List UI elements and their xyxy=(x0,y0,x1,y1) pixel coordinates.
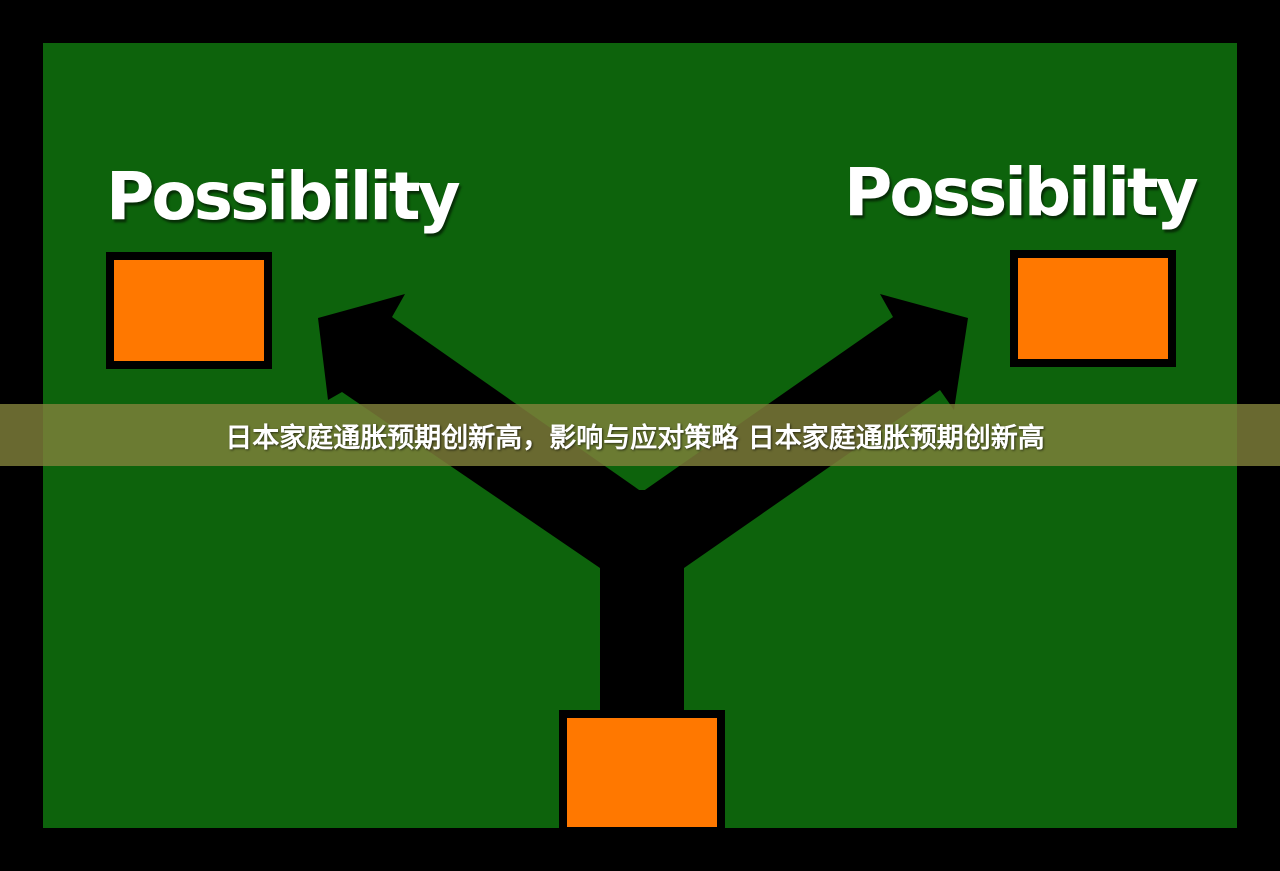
title-banner: 日本家庭通胀预期创新高，影响与应对策略 日本家庭通胀预期创新高 xyxy=(0,404,1280,466)
banner-title: 日本家庭通胀预期创新高，影响与应对策略 日本家庭通胀预期创新高 xyxy=(225,422,1045,454)
arrow-stem xyxy=(600,490,684,720)
left-possibility-label: Possibility xyxy=(106,158,461,235)
bottom-orange-box xyxy=(559,710,725,835)
left-orange-box xyxy=(106,252,272,369)
right-orange-box xyxy=(1010,250,1176,367)
right-possibility-label: Possibility xyxy=(844,154,1199,231)
